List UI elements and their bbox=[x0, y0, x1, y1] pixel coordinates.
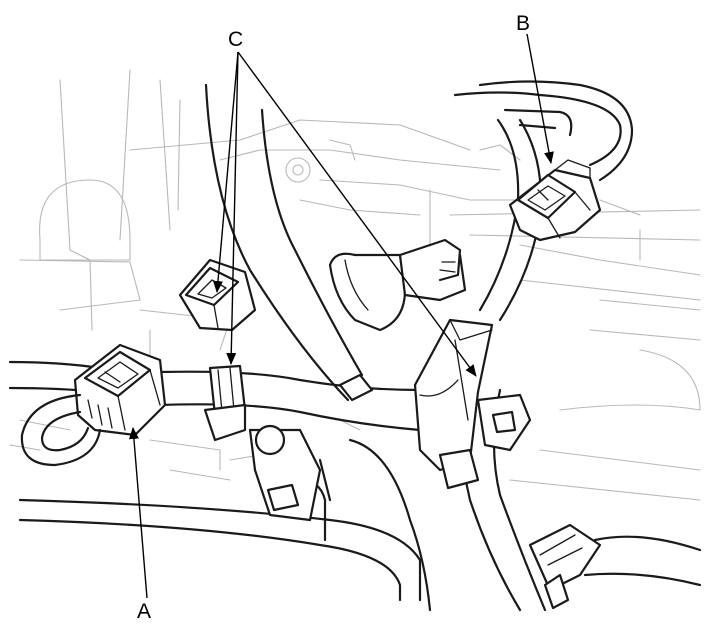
connector-a bbox=[73, 343, 167, 437]
connector-b bbox=[508, 159, 602, 242]
leader-c-2 bbox=[226, 51, 239, 365]
leader-c-3 bbox=[237, 51, 477, 377]
callout-label-c: C bbox=[228, 28, 243, 51]
hose-clamp bbox=[528, 523, 702, 610]
pigtail-loop bbox=[20, 393, 102, 467]
lower-cables bbox=[18, 438, 432, 612]
leader-c-1 bbox=[212, 51, 239, 293]
callout-label-b: B bbox=[516, 12, 530, 35]
main-harness bbox=[8, 360, 422, 432]
mounting-brackets bbox=[248, 393, 532, 522]
leader-lines bbox=[128, 33, 554, 599]
callout-label-a: A bbox=[137, 600, 151, 623]
harness-clamps bbox=[203, 364, 374, 442]
leader-a bbox=[128, 427, 148, 599]
harness-y-junction bbox=[413, 318, 494, 490]
upper-right-cable-loop bbox=[453, 80, 634, 182]
middle-connector bbox=[178, 258, 257, 332]
sensor-connector bbox=[328, 238, 467, 332]
engine-background bbox=[9, 69, 701, 501]
leader-b bbox=[526, 33, 554, 164]
vertical-cable-left bbox=[204, 83, 364, 402]
